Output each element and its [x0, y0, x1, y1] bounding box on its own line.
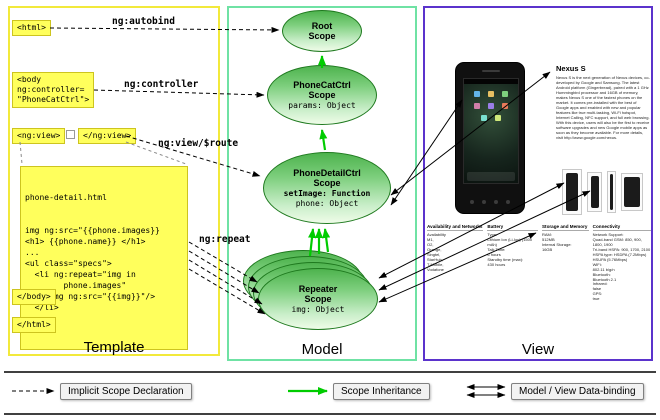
legend-implicit-scope-declaration: Implicit Scope Declaration: [60, 383, 192, 400]
phonedetailctrl-scope-ellipse: PhoneDetailCtrl Scope setImage: Function…: [263, 152, 391, 224]
scope-property: params: Object: [288, 101, 356, 110]
spec-column-battery: Battery Type:Lithium Ion (Li-Ion) (1500 …: [487, 224, 538, 302]
view-panel-label: View: [521, 341, 555, 358]
scope-title: Root Scope: [308, 21, 336, 41]
app-icon: [488, 103, 494, 109]
root-scope-ellipse: Root Scope: [282, 10, 362, 52]
spec-row: 430 hours: [487, 261, 506, 267]
code-line: ...: [25, 248, 40, 257]
spec-rows: Network Support:Quad-band GSM: 850, 900,…: [593, 233, 651, 302]
spec-row: Tri-band HSPA: 900, 1700, 2100: [592, 247, 651, 253]
spec-row: WiFi:: [592, 261, 602, 267]
spec-row: Network Support:: [592, 232, 624, 238]
legend-model-view-databinding: Model / View Data-binding: [511, 383, 644, 400]
ng-view-route-label: ng:view/$route: [158, 138, 239, 149]
spec-header: Availability and Networks: [427, 224, 484, 232]
ng-controller-label: ng:controller: [124, 79, 199, 90]
phone-silhouette: [590, 176, 599, 208]
spec-row: Bluetooth:: [592, 271, 611, 277]
app-icon: [502, 103, 508, 109]
phone-capacitive-buttons: [470, 200, 510, 204]
thumbnail-front: [562, 169, 582, 215]
product-description: Nexus S is the next generation of Nexus …: [556, 75, 650, 140]
ngview-open-tag: <ng:view>: [12, 128, 66, 144]
phone-button-dot: [506, 200, 510, 204]
code-line: <li ng:repeat="img in: [25, 270, 136, 279]
code-line: phone.images": [25, 281, 127, 290]
phone-dock: [467, 172, 515, 181]
phone-button-dot: [470, 200, 474, 204]
html-open-tag: <html>: [12, 20, 51, 36]
product-title: Nexus S: [556, 64, 586, 73]
scope-property: img: Object: [291, 305, 345, 314]
html-close-tag: </html>: [12, 317, 56, 333]
product-info: Nexus S Nexus S is the next generation o…: [556, 64, 650, 140]
scope-property: phone: Object: [295, 199, 359, 208]
spec-column-connectivity: Connectivity Network Support:Quad-band G…: [592, 224, 651, 302]
phone-screen: [463, 78, 519, 184]
app-icon: [502, 91, 508, 97]
code-line: img ng:src="{{phone.images}}: [25, 226, 160, 235]
ngview-close-tag: </ng:view>: [78, 128, 137, 144]
app-icon: [481, 115, 487, 121]
spec-header: Battery: [487, 224, 538, 232]
model-panel-label: Model: [301, 341, 343, 358]
scope-title: PhoneDetailCtrl Scope: [293, 168, 361, 188]
phone-image: [455, 62, 525, 214]
code-lines: img ng:src="{{phone.images}} <h1> {{phone…: [25, 225, 183, 324]
body-close-tag: </body>: [12, 289, 56, 305]
app-icon: [488, 91, 494, 97]
thumbnail-back: [621, 173, 643, 211]
spec-row: Infrared:: [592, 281, 608, 287]
spec-header: Connectivity: [592, 224, 651, 232]
template-panel-label: Template: [83, 339, 145, 356]
spec-row: 16GB: [541, 247, 553, 253]
phone-button-dot: [494, 200, 498, 204]
body-open-tag: <body ng:controller= "PhoneCatCtrl">: [12, 72, 95, 108]
spec-header: Storage and Memory: [541, 224, 589, 232]
legend-scope-inheritance: Scope Inheritance: [333, 383, 430, 400]
spec-row: HSPA type: HSDPA (7.2Mbps) HSUPA (5.76Mb…: [592, 252, 647, 262]
code-title: phone-detail.html: [25, 193, 107, 202]
phone-speaker: [482, 70, 500, 72]
ngview-content-icon: [66, 130, 75, 139]
app-icon: [474, 91, 480, 97]
spec-row: Quad-band GSM: 850, 900, 1800, 1900: [592, 237, 642, 248]
phone-app-icons: [468, 91, 514, 121]
app-icon: [495, 115, 501, 121]
app-icon: [474, 103, 480, 109]
spec-row: false: [592, 286, 602, 292]
scope-property: setImage: Function: [283, 189, 371, 198]
ng-repeat-label: ng:repeat: [199, 234, 251, 245]
phone-statusbar: [464, 79, 518, 84]
spec-rows: Type:Lithium Ion (Li-Ion) (1500 mAh)Talk…: [487, 233, 538, 267]
spec-row: 802.11 b/g/n: [592, 266, 615, 272]
spec-row: Bluetooth 2.1: [592, 276, 617, 282]
phone-silhouette: [566, 173, 578, 211]
phone-silhouette: [610, 174, 613, 210]
code-line: </li>: [25, 303, 59, 312]
phone-silhouette: [624, 177, 640, 207]
scope-title: PhoneCatCtrl Scope: [293, 80, 351, 100]
spec-row: GPS:: [592, 291, 603, 297]
thumbnail-angle: [587, 172, 602, 212]
repeater-scope-ellipse: Repeater Scope img: Object: [258, 268, 378, 330]
phone-button-dot: [482, 200, 486, 204]
thumbnail-strip: [562, 168, 652, 216]
scope-title: Repeater Scope: [298, 284, 338, 304]
ng-autobind-label: ng:autobind: [112, 16, 175, 27]
code-line: <ul class="specs">: [25, 259, 112, 268]
thumbnail-side: [607, 171, 616, 213]
phonecatctrl-scope-ellipse: PhoneCatCtrl Scope params: Object: [267, 65, 377, 125]
spec-row: Vodafone: [427, 266, 444, 272]
code-line: <h1> {{phone.name}} </h1>: [25, 237, 146, 246]
spec-row: true: [592, 296, 600, 302]
